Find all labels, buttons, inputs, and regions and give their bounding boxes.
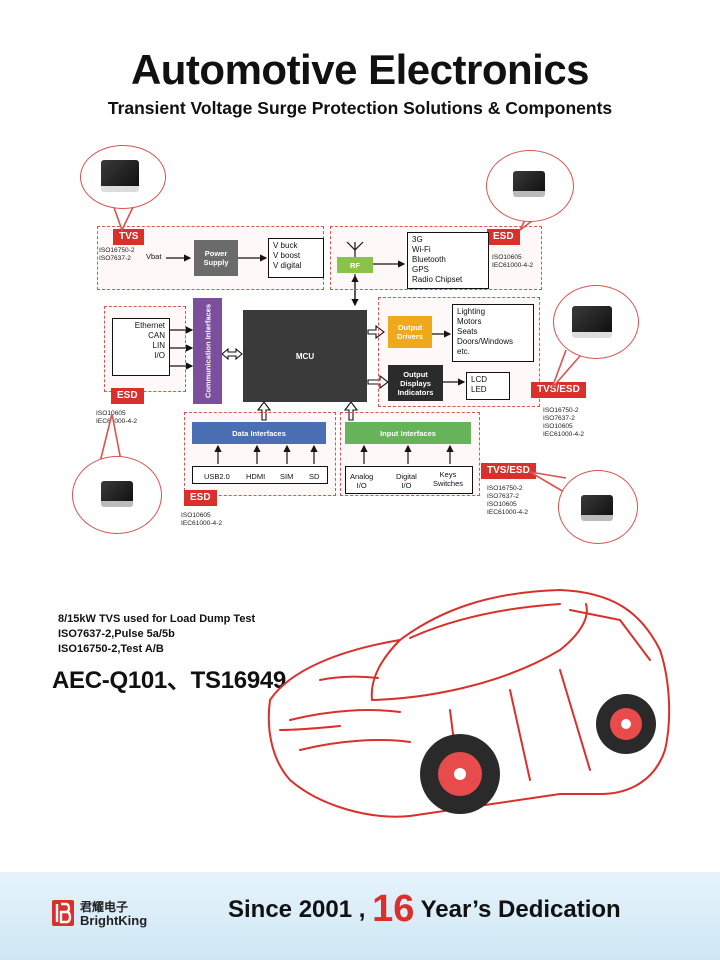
- input-analog-label: Analog I/O: [350, 472, 374, 490]
- load-dump-notes: 8/15kW TVS used for Load Dump Test ISO76…: [58, 612, 255, 657]
- esd-comm-tag: ESD: [111, 388, 144, 404]
- car-outline-icon: [267, 589, 671, 818]
- esd-rf-standards: ISO10605 IEC61000-4-2: [492, 254, 534, 269]
- notes-line-3: ISO16750-2,Test A/B: [58, 643, 164, 655]
- slogan-prefix: Since 2001 ,: [228, 896, 366, 923]
- page-title: Automotive Electronics: [130, 46, 590, 93]
- tvs-esd-input-tag: TVS/ESD: [481, 463, 536, 479]
- data-sim-label: SIM: [280, 472, 294, 481]
- chip-bubble-comm: [72, 456, 162, 534]
- display-list: LCD LED: [466, 372, 510, 400]
- tvs-esd-output-tag: TVS/ESD: [531, 382, 586, 398]
- comm-interfaces-block: Communication Interfaces: [193, 298, 222, 404]
- certifications: AEC-Q101、TS16949: [52, 667, 286, 694]
- data-ports-box: [192, 466, 328, 484]
- smd-chip-icon: [101, 481, 133, 507]
- brightking-logo-icon: [52, 900, 74, 926]
- slogan-years: 16: [372, 888, 415, 930]
- data-sd-label: SD: [309, 472, 320, 481]
- chip-bubble-input: [558, 470, 638, 544]
- data-hdmi-label: HDMI: [246, 472, 266, 481]
- tvs-esd-input-standards: ISO16750-2 ISO7637-2 ISO10605 IEC61000-4…: [487, 485, 529, 516]
- comm-list: Ethernet CAN LIN I/O: [112, 318, 170, 376]
- input-digital-label: Digital I/O: [396, 472, 417, 490]
- esd-comm-standards: ISO10605 IEC61000-4-2: [96, 410, 138, 425]
- mcu-block: MCU: [243, 310, 367, 402]
- slogan-suffix: Year’s Dedication: [420, 896, 621, 923]
- smd-chip-icon: [572, 306, 612, 338]
- smd-chip-icon: [101, 160, 139, 192]
- data-interfaces-block: Data Interfaces: [192, 422, 326, 444]
- brand-name-cn: 君耀电子: [80, 900, 129, 914]
- notes-line-1: 8/15kW TVS used for Load Dump Test: [58, 613, 256, 625]
- esd-rf-tag: ESD: [487, 229, 520, 245]
- input-interfaces-block: Input Interfaces: [345, 422, 471, 444]
- tvs-esd-output-standards: ISO16750-2 ISO7637-2 ISO10605 IEC61000-4…: [543, 407, 585, 438]
- output-displays-block: Output Displays Indicators: [388, 365, 443, 401]
- brand-name-en: BrightKing: [80, 913, 148, 928]
- smd-chip-icon: [513, 171, 545, 197]
- chip-bubble-output: [553, 285, 639, 359]
- drivers-list: Lighting Motors Seats Doors/Windows etc.: [452, 304, 534, 362]
- power-outputs-list: V buck V boost V digital: [268, 238, 324, 278]
- power-supply-block: Power Supply: [194, 240, 238, 276]
- esd-data-standards: ISO10605 IEC61000-4-2: [181, 512, 223, 527]
- vbat-label: Vbat: [146, 252, 162, 261]
- rf-block: RF: [337, 257, 373, 273]
- input-ports-box: [345, 466, 473, 494]
- chip-bubble-esd-rf: [486, 150, 574, 222]
- esd-data-tag: ESD: [184, 490, 217, 506]
- notes-line-2: ISO7637-2,Pulse 5a/5b: [58, 628, 175, 640]
- rf-list: 3G Wi-Fi Bluetooth GPS Radio Chipset: [407, 232, 489, 289]
- slogan: Since 2001 , 16 Year’s Dedication: [228, 888, 621, 931]
- chip-bubble-tvs: [80, 145, 166, 209]
- page-subtitle: Transient Voltage Surge Protection Solut…: [107, 98, 613, 118]
- footer-band: [0, 872, 720, 960]
- tvs-tag: TVS: [113, 229, 145, 245]
- diagram-connectors: [166, 241, 466, 464]
- output-drivers-block: Output Drivers: [388, 316, 432, 348]
- input-keys-label: Keys Switches: [433, 470, 464, 488]
- data-usb-label: USB2.0: [204, 472, 230, 481]
- smd-chip-icon: [581, 495, 613, 521]
- tvs-standards: ISO16750-2 ISO7637-2: [99, 247, 135, 262]
